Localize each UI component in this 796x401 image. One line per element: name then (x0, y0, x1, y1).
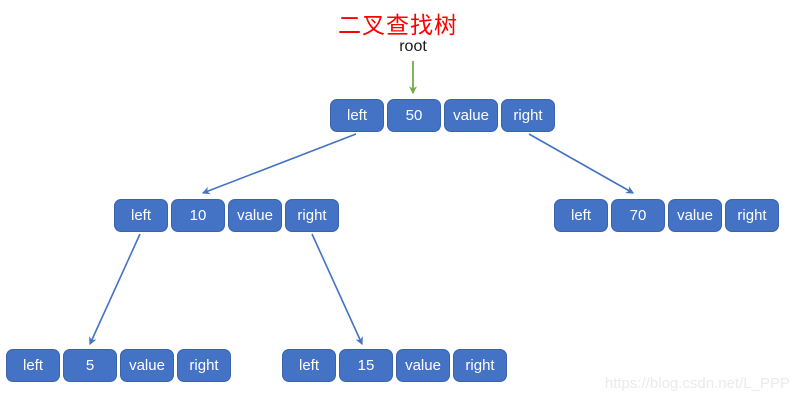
node-5-right-cell: right (177, 349, 231, 382)
node-15-right-cell: right (453, 349, 507, 382)
csdn-watermark: https://blog.csdn.net/L_PPP (604, 375, 790, 392)
node-50-right-cell: right (501, 99, 555, 132)
node-10-value-number: 10 (171, 199, 225, 232)
node-70-value-label-cell: value (668, 199, 722, 232)
node-15-value-number: 15 (339, 349, 393, 382)
node-5-value-number: 5 (63, 349, 117, 382)
tree-node-5: left 5 value right (6, 349, 231, 382)
node-70-left-cell: left (554, 199, 608, 232)
node-5-value-label-cell: value (120, 349, 174, 382)
edge-50-to-10 (201, 133, 357, 195)
edge-50-to-70 (528, 133, 635, 194)
page-title: 二叉查找树 (338, 12, 458, 38)
tree-node-50: left 50 value right (330, 99, 555, 132)
node-15-left-cell: left (282, 349, 336, 382)
tree-node-10: left 10 value right (114, 199, 339, 232)
root-pointer-label: root (399, 38, 427, 55)
node-10-left-cell: left (114, 199, 168, 232)
node-5-left-cell: left (6, 349, 60, 382)
node-50-value-number: 50 (387, 99, 441, 132)
node-50-left-cell: left (330, 99, 384, 132)
node-15-value-label-cell: value (396, 349, 450, 382)
node-10-right-cell: right (285, 199, 339, 232)
tree-node-70: left 70 value right (554, 199, 779, 232)
tree-node-15: left 15 value right (282, 349, 507, 382)
edge-10-to-5 (89, 233, 141, 346)
node-70-value-number: 70 (611, 199, 665, 232)
node-70-right-cell: right (725, 199, 779, 232)
edge-10-to-15 (311, 233, 363, 346)
node-50-value-label-cell: value (444, 99, 498, 132)
node-10-value-label-cell: value (228, 199, 282, 232)
